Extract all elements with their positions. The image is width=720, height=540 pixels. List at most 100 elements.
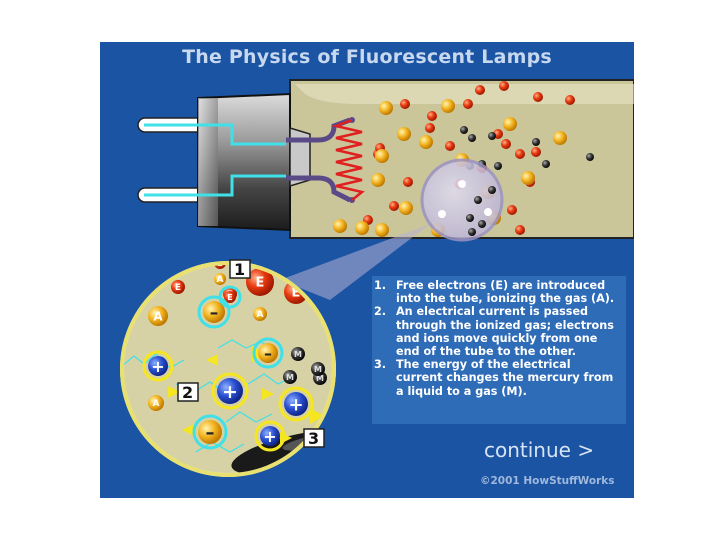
step-1: 1.Free electrons (E) are introduced into… [374,279,615,306]
electron-particle [515,225,525,235]
mercury-atom [291,347,305,361]
mercury-atom [311,362,325,376]
gas-atom [333,219,347,233]
copyright-text: ©2001 HowStuffWorks [480,475,615,487]
electron-particle [475,85,485,95]
electron-particle-letter: E [217,259,222,268]
mercury-atom-letter: M [342,374,350,383]
lens-particle [488,186,496,194]
electron-particle [277,263,289,268]
illustration-panel: The Physics of Fluorescent Lamps [100,42,634,498]
gas-atom [375,223,389,237]
electron-particle-letter: E [175,283,181,293]
gas-atom [148,395,164,411]
gas-atom [553,131,567,145]
gas-atom [521,171,535,185]
mercury-atom [283,370,297,384]
positive-ion-letter: + [151,357,164,376]
positive-ion [260,426,280,446]
lens-particle [484,208,492,216]
mercury-atom-letter: M [294,350,302,359]
mercury-atom [542,160,550,168]
positive-ion [148,356,168,376]
mercury-atom [339,371,353,385]
positive-ion [284,392,308,416]
positive-ion [217,378,243,404]
lens-particle [466,214,474,222]
negative-electron [203,301,225,323]
step-2: 2.An electrical current is passed throug… [374,305,614,359]
mercury-atom [586,153,594,161]
mercury-atom-letter: M [286,373,294,382]
mercury-atom [337,391,351,405]
label-1-box [229,259,251,279]
negative-electron-letter: – [210,303,219,323]
electron-particle-letter: E [292,286,301,301]
negative-electron-letter: – [206,422,215,443]
step-3: 3.The energy of the electrical current c… [374,358,614,398]
lens-particle [458,180,466,188]
gas-atom-letter: A [333,315,343,329]
gas-atom-letter: A [153,309,163,323]
gas-atom [503,117,517,131]
gas-atom [399,201,413,215]
electron-particle [515,149,525,159]
mercury-atom-letter: M [316,374,324,383]
continue-button[interactable]: continue > [484,438,595,462]
lens-particle [438,210,446,218]
gas-atom-letter: A [257,310,264,320]
label-3: 3 [308,429,319,448]
explanation-box: 1.Free electrons (E) are introduced into… [372,276,626,424]
mercury-atom-letter: M [340,394,348,403]
magnifier-lens [420,158,504,242]
electron-particle [403,177,413,187]
gas-atom [214,273,226,285]
electron-particle [246,268,274,296]
gas-atom [355,221,369,235]
electron-particle [445,141,455,151]
electron-particle [463,99,473,109]
gas-atom [441,99,455,113]
electron-particle [531,147,541,157]
gas-atom [327,311,334,333]
mercury-atom [468,134,476,142]
electron-particle [499,81,509,91]
negative-electron-letter: – [264,344,272,363]
electron-particle-letter: E [227,293,232,302]
electron-particle [389,201,399,211]
mercury-atom [488,132,496,140]
lamp-diagram: EEEEEEEEAAAAAMMMMMM+++++–––– 1 2 3 [120,79,634,477]
mercury-atom [494,162,502,170]
electron-particle [425,123,435,133]
gas-atom [371,173,385,187]
gas-atom [375,149,389,163]
electron-particle [533,92,543,102]
gas-atom-letter: A [153,399,160,409]
electron-particle [400,99,410,109]
positive-ion-letter: + [222,381,238,403]
negative-electron [198,420,222,444]
gas-atom [148,306,168,326]
label-2-box [177,382,199,402]
gas-atom [397,127,411,141]
label-2: 2 [182,383,193,402]
negative-electron [258,343,278,363]
gas-atom-letter: A [217,275,224,285]
label-1: 1 [234,260,245,279]
lens-particle [478,220,486,228]
label-3-box [303,428,325,448]
lens-particle [468,228,476,236]
positive-ion-letter: + [288,394,303,415]
electron-particle-letter: E [280,258,285,267]
electron-particle [565,95,575,105]
lens-particle [474,196,482,204]
electron-particle [171,280,185,294]
electron-particle [501,139,511,149]
positive-ion-letter: + [263,427,276,446]
page-title: The Physics of Fluorescent Lamps [182,46,552,68]
mercury-atom-letter: M [314,365,322,374]
electron-particle [507,205,517,215]
electron-particle [214,263,226,269]
mercury-atom [532,138,540,146]
gas-atom [253,307,267,321]
